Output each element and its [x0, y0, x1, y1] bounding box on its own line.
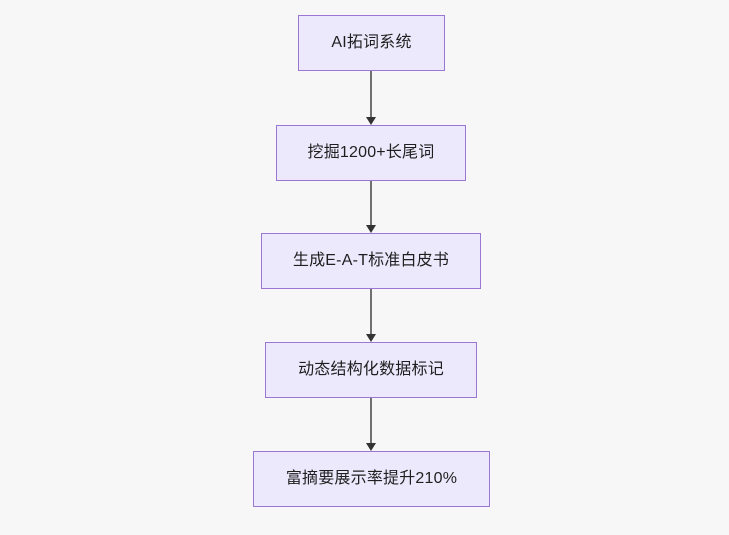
- edge-line: [370, 289, 372, 334]
- arrowhead-icon: [366, 117, 376, 125]
- flow-node-n3[interactable]: 生成E-A-T标准白皮书: [261, 233, 481, 289]
- flow-node-label: 富摘要展示率提升210%: [285, 470, 458, 487]
- flow-node-label: 生成E-A-T标准白皮书: [292, 252, 450, 269]
- flow-node-label: 动态结构化数据标记: [298, 361, 444, 378]
- flow-node-label: AI拓词系统: [331, 34, 412, 51]
- edge-line: [370, 71, 372, 117]
- flow-node-n5[interactable]: 富摘要展示率提升210%: [253, 451, 490, 507]
- flow-node-n2[interactable]: 挖掘1200+长尾词: [276, 125, 466, 181]
- flow-node-label: 挖掘1200+长尾词: [307, 144, 435, 161]
- flow-node-n1[interactable]: AI拓词系统: [298, 15, 445, 71]
- edge-line: [370, 398, 372, 443]
- arrowhead-icon: [366, 334, 376, 342]
- flow-node-n4[interactable]: 动态结构化数据标记: [265, 342, 477, 398]
- edge-line: [370, 181, 372, 225]
- arrowhead-icon: [366, 443, 376, 451]
- arrowhead-icon: [366, 225, 376, 233]
